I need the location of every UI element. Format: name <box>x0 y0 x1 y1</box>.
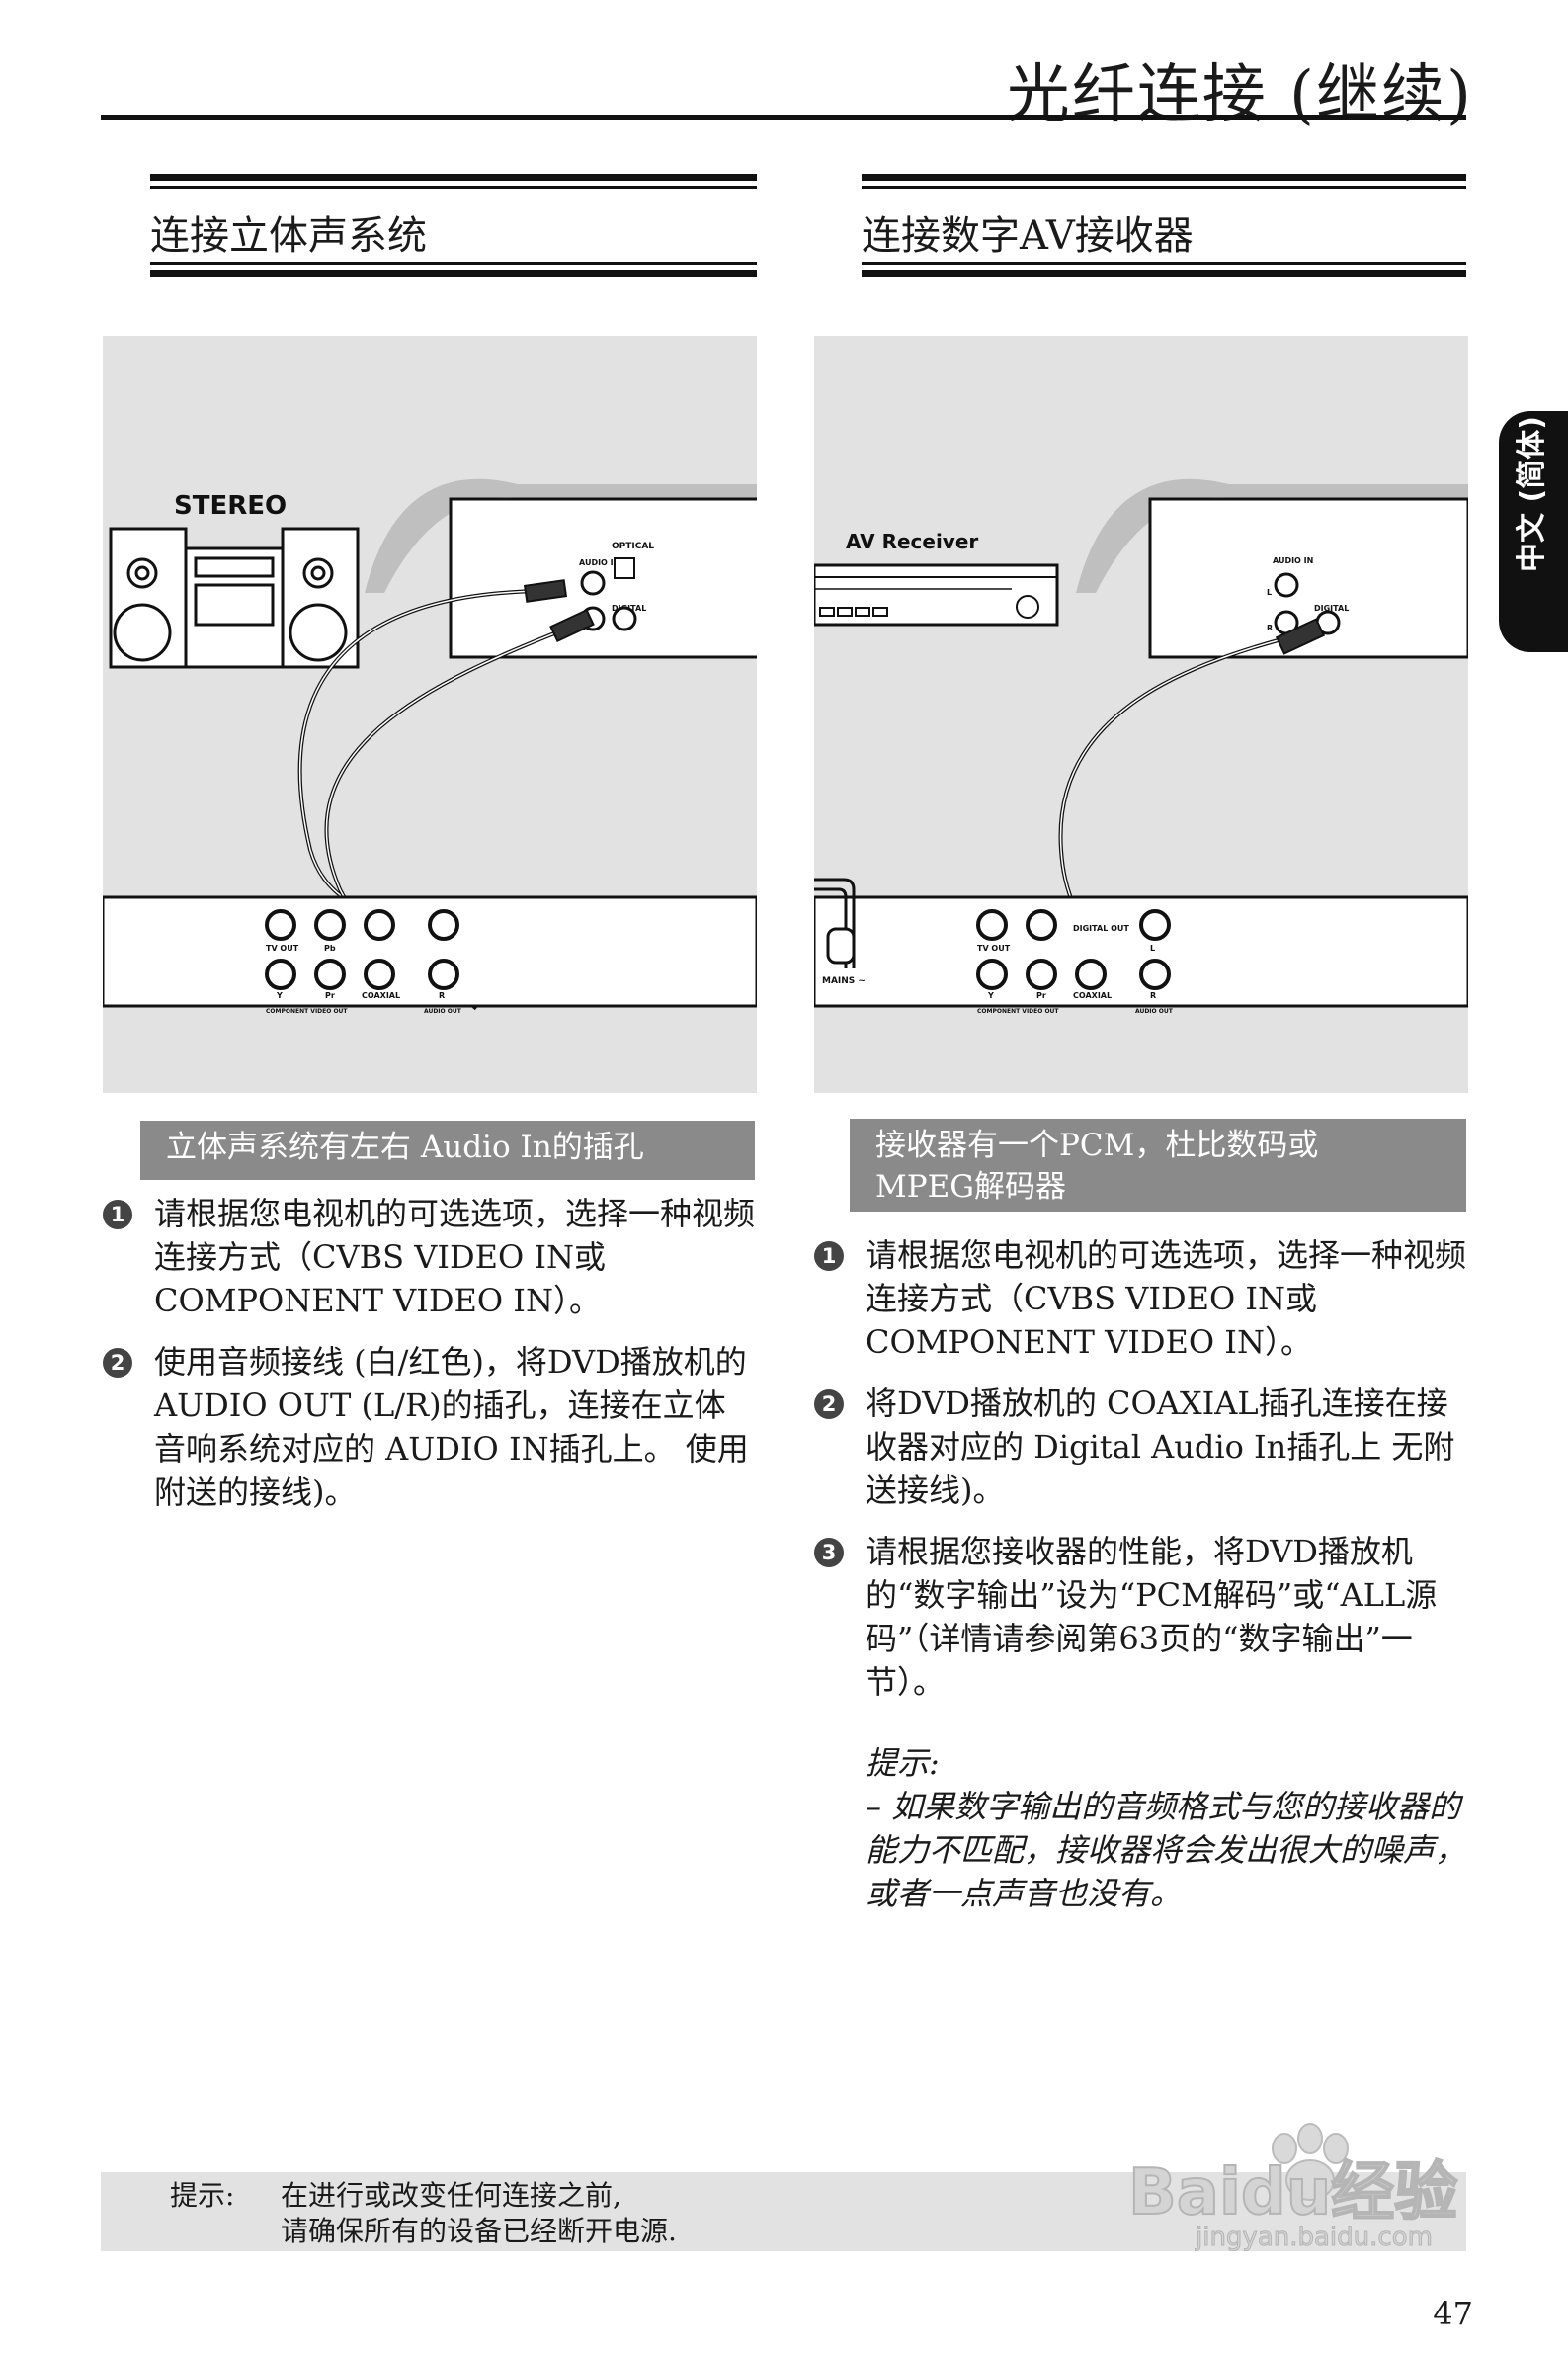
receiver-step-2: 2 将DVD播放机的 COAXIAL插孔连接在接收器对应的 Digital Au… <box>814 1382 1468 1512</box>
receiver-r-label: R <box>1267 624 1273 632</box>
audio-out-label: AUDIO OUT <box>424 1008 462 1015</box>
r-audio-out-label: AUDIO OUT <box>1135 1008 1174 1015</box>
stereo-step-2: 2 使用音频接线 (白/红色)，将DVD播放机的AUDIO OUT (L/R)的… <box>103 1340 755 1514</box>
optical-label: OPTICAL <box>612 542 654 551</box>
stereo-connection-diagram: STEREO OPTICAL AUDIO IN DIGITAL <box>103 336 757 1093</box>
r-pr-label: Pr <box>1036 991 1046 1000</box>
receiver-step-3: 3 请根据您接收器的性能，将DVD播放机的“数字输出”设为“PCM解码”或“AL… <box>814 1530 1468 1704</box>
pb-label: Pb <box>324 944 336 953</box>
step-number-1: 1 <box>814 1241 844 1271</box>
audio-in-label: AUDIO IN <box>579 558 619 567</box>
baidu-watermark: Baidu经验 jingyan.baidu.com <box>1126 2115 1468 2253</box>
receiver-caption: 接收器有一个PCM，杜比数码或 MPEG解码器 <box>850 1119 1466 1212</box>
footer-note-text: 在进行或改变任何连接之前, 请确保所有的设备已经断开电源. <box>281 2178 677 2249</box>
receiver-connection-diagram: AV Receiver AUDIO IN L R DIGITAL MAINS ~ <box>814 336 1468 1093</box>
receiver-tip-text: – 如果数字输出的音频格式与您的接收器的能力不匹配，接收器将会发出很大的噪声，或… <box>866 1788 1467 1912</box>
stereo-steps: 1 请根据您电视机的可选选项，选择一种视频连接方式（CVBS VIDEO IN或… <box>103 1192 755 1532</box>
page-title: 光纤连接 (继续) <box>1006 58 1473 131</box>
receiver-tip: 提示: – 如果数字输出的音频格式与您的接收器的能力不匹配，接收器将会发出很大的… <box>866 1741 1468 1915</box>
page-number: 47 <box>1433 2295 1473 2332</box>
section-heading-receiver-text: 连接数字AV接收器 <box>862 213 1194 259</box>
stereo-caption: 立体声系统有左右 Audio In的插孔 <box>140 1121 755 1180</box>
receiver-step-3-text: 请根据您接收器的性能，将DVD播放机的“数字输出”设为“PCM解码”或“ALL源… <box>866 1533 1438 1701</box>
stereo-label: STEREO <box>174 491 287 521</box>
receiver-steps: 1 请根据您电视机的可选选项，选择一种视频连接方式（CVBS VIDEO IN或… <box>814 1233 1468 1722</box>
section-heading-receiver: 连接数字AV接收器 <box>862 174 1466 277</box>
watermark-text: Baidu经验 <box>1128 2156 1457 2229</box>
title-rule <box>101 115 1466 120</box>
r-coaxial-label: COAXIAL <box>1073 991 1112 1000</box>
step-number-2: 2 <box>103 1348 132 1378</box>
r-l-label: L <box>1150 944 1155 953</box>
footer-note-line2: 请确保所有的设备已经断开电源. <box>281 2215 677 2247</box>
receiver-step-2-text: 将DVD播放机的 COAXIAL插孔连接在接收器对应的 Digital Audi… <box>866 1385 1455 1509</box>
receiver-caption-line2: MPEG解码器 <box>875 1169 1066 1205</box>
step-number-2: 2 <box>814 1389 844 1419</box>
receiver-digital-label: DIGITAL <box>1314 604 1349 613</box>
receiver-caption-line1: 接收器有一个PCM，杜比数码或 <box>875 1128 1319 1163</box>
stereo-step-2-text: 使用音频接线 (白/红色)，将DVD播放机的AUDIO OUT (L/R)的插孔… <box>154 1343 749 1511</box>
r-tv-out-label: TV OUT <box>977 944 1011 953</box>
r-y-label: Y <box>987 991 994 1000</box>
tv-out-label: TV OUT <box>266 944 299 953</box>
step-number-1: 1 <box>103 1200 132 1229</box>
coaxial-label: COAXIAL <box>362 991 400 1000</box>
receiver-tip-title: 提示: <box>866 1744 940 1782</box>
receiver-audio-in-label: AUDIO IN <box>1273 556 1313 565</box>
section-heading-stereo-text: 连接立体声系统 <box>150 213 427 259</box>
footer-note-line1: 在进行或改变任何连接之前, <box>281 2179 621 2212</box>
watermark-url: jingyan.baidu.com <box>1195 2223 1433 2252</box>
stereo-caption-text: 立体声系统有左右 Audio In的插孔 <box>166 1130 644 1165</box>
step-number-3: 3 <box>814 1538 844 1567</box>
mains-label: MAINS ~ <box>822 976 866 986</box>
r-label: R <box>439 991 445 1000</box>
language-tab-label: 中文 (简体) <box>1515 416 1549 572</box>
pr-label: Pr <box>325 991 335 1000</box>
av-receiver-label: AV Receiver <box>846 530 978 553</box>
language-tab[interactable]: 中文 (简体) <box>1499 411 1568 652</box>
r-component-video-out-label: COMPONENT VIDEO OUT <box>977 1008 1059 1015</box>
digital-out-label: DIGITAL OUT <box>1073 924 1129 933</box>
r-r-label: R <box>1150 991 1156 1000</box>
component-video-out-label: COMPONENT VIDEO OUT <box>266 1008 348 1015</box>
footer-note-bar <box>101 2172 1466 2251</box>
footer-note-label: 提示: <box>170 2179 235 2212</box>
receiver-l-label: L <box>1267 588 1272 597</box>
stereo-step-1-text: 请根据您电视机的可选选项，选择一种视频连接方式（CVBS VIDEO IN或CO… <box>154 1195 756 1319</box>
section-heading-stereo: 连接立体声系统 <box>150 174 757 277</box>
y-label: Y <box>276 991 283 1000</box>
receiver-step-1-text: 请根据您电视机的可选选项，选择一种视频连接方式（CVBS VIDEO IN或CO… <box>866 1236 1467 1361</box>
paw-icon <box>1272 2123 1349 2201</box>
stereo-step-1: 1 请根据您电视机的可选选项，选择一种视频连接方式（CVBS VIDEO IN或… <box>103 1192 755 1322</box>
receiver-step-1: 1 请根据您电视机的可选选项，选择一种视频连接方式（CVBS VIDEO IN或… <box>814 1233 1468 1364</box>
